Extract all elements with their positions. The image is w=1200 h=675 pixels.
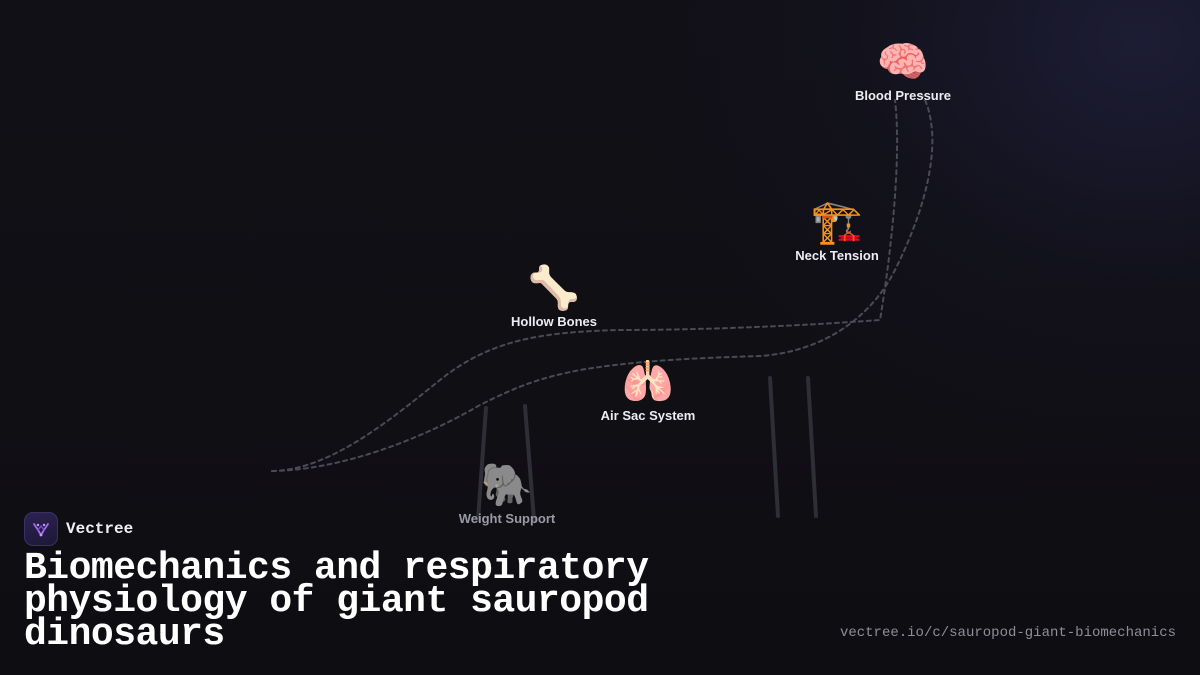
page-title: Biomechanics and respiratory physiology … (24, 547, 649, 656)
node-weight-support[interactable]: 🐘 Weight Support (458, 460, 556, 527)
bone-icon: 🦴 (527, 263, 581, 312)
front-leg-left (476, 406, 488, 522)
node-label: Weight Support (458, 511, 556, 526)
node-label: Neck Tension (795, 248, 879, 263)
node-label: Hollow Bones (511, 314, 597, 329)
brand-name: Vectree (66, 520, 134, 538)
lungs-icon: 🫁 (621, 357, 675, 406)
silhouette-outline-upper (271, 99, 899, 472)
brain-icon: 🧠 (876, 37, 930, 86)
node-hollow-bones[interactable]: 🦴 Hollow Bones (511, 263, 597, 330)
page-url[interactable]: vectree.io/c/sauropod-giant-biomechanics (839, 625, 1176, 641)
vectree-logo-icon (24, 512, 58, 546)
node-neck-tension[interactable]: 🏗️ Neck Tension (795, 197, 879, 264)
elephant-icon: 🐘 (480, 460, 534, 509)
node-label: Blood Pressure (854, 88, 952, 103)
node-blood-pressure[interactable]: 🧠 Blood Pressure (854, 37, 952, 104)
brand[interactable]: Vectree (24, 512, 133, 546)
hind-leg-right (806, 376, 818, 518)
front-leg-right (523, 404, 536, 522)
crane-icon: 🏗️ (810, 197, 864, 246)
hind-leg-left (768, 376, 780, 518)
node-label: Air Sac System (600, 408, 696, 423)
node-air-sac-system[interactable]: 🫁 Air Sac System (600, 357, 696, 424)
silhouette-outline-lower (271, 91, 934, 472)
